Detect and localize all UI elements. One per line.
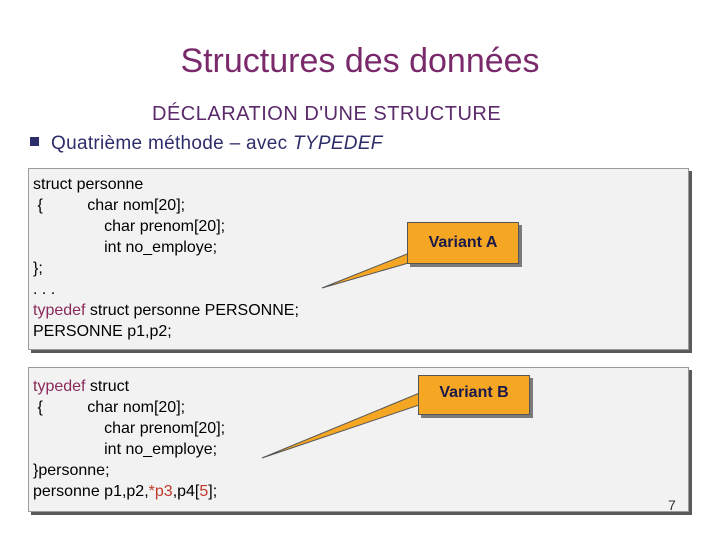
code-line: char nom[20]; xyxy=(87,197,186,214)
code-line: }personne; xyxy=(33,462,110,479)
code-line: . . . xyxy=(33,281,56,298)
code-block-a: struct personne { char nom[20]; char pre… xyxy=(33,174,299,342)
code-line: char nom[20]; xyxy=(87,399,186,416)
code-line: int no_employe; xyxy=(77,441,218,458)
bullet-text: Quatrième méthode – avec xyxy=(51,133,293,154)
code-box-variant-a: struct personne { char nom[20]; char pre… xyxy=(28,168,689,350)
code-line: int no_employe; xyxy=(77,239,218,256)
bullet-typedef: TYPEDEF xyxy=(292,133,383,154)
callout-variant-b: Variant B xyxy=(418,375,530,415)
bullet-method: Quatrième méthode – avec TYPEDEF xyxy=(30,133,383,155)
code-box-variant-b: typedef struct { char nom[20]; char pren… xyxy=(28,367,689,512)
page-number: 7 xyxy=(668,497,676,513)
code-line: }; xyxy=(33,260,43,277)
code-line: ,p4[ xyxy=(172,483,200,500)
code-line: char prenom[20]; xyxy=(77,420,226,437)
code-line: ]; xyxy=(208,483,218,500)
code-line: { xyxy=(33,399,43,416)
callout-variant-a: Variant A xyxy=(407,222,519,264)
code-line: { xyxy=(33,197,43,214)
code-block-b: typedef struct { char nom[20]; char pren… xyxy=(33,376,225,502)
code-keyword: typedef xyxy=(33,378,86,395)
square-bullet-icon xyxy=(30,137,39,146)
code-line: personne p1,p2, xyxy=(33,483,149,500)
code-highlight: 5 xyxy=(199,483,209,500)
section-subtitle: DÉCLARATION D'UNE STRUCTURE xyxy=(152,103,502,125)
callout-a-pointer xyxy=(321,251,413,289)
code-line: struct personne PERSONNE; xyxy=(85,302,299,319)
callout-b-pointer xyxy=(261,391,429,459)
code-highlight: *p3 xyxy=(148,483,173,500)
code-keyword: typedef xyxy=(33,302,86,319)
slide-title: Structures des données xyxy=(180,42,540,80)
code-line: struct xyxy=(85,378,130,395)
code-line: PERSONNE p1,p2; xyxy=(33,323,172,340)
code-line: struct personne xyxy=(33,176,144,193)
code-line: char prenom[20]; xyxy=(77,218,226,235)
